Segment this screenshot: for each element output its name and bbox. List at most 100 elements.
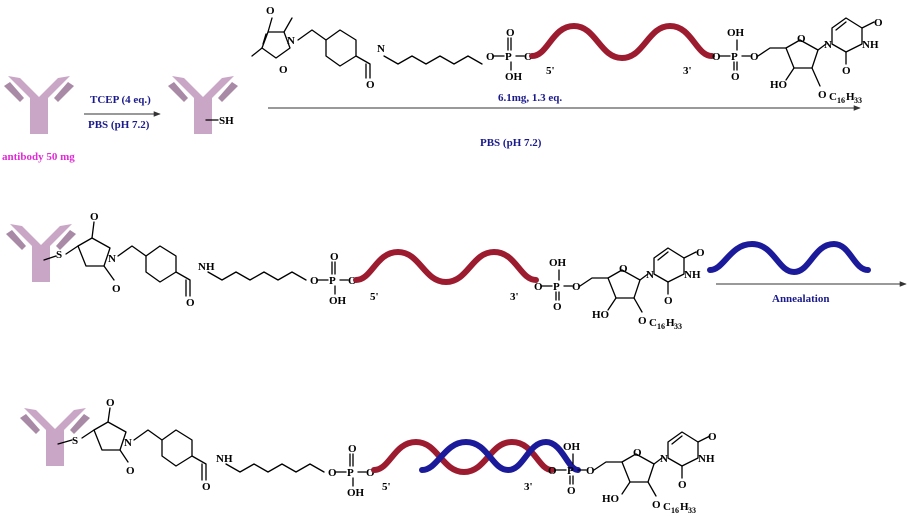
atom-label: O <box>366 467 375 479</box>
chemical-bond <box>667 431 699 467</box>
atom-label: N <box>377 43 385 55</box>
atom-label: O <box>708 431 717 443</box>
atom-label: H <box>680 501 689 513</box>
atom-label: OH <box>563 441 581 453</box>
atom-label: O <box>553 301 562 313</box>
chemical-bond <box>647 481 657 497</box>
atom-label: 16 <box>657 322 665 331</box>
atom-label: P <box>553 281 560 293</box>
chemical-bond <box>91 221 95 239</box>
atom-label: P <box>567 465 574 477</box>
atom-label: O <box>506 27 515 39</box>
chemical-bond <box>251 47 263 57</box>
thiol-label: SH <box>219 115 234 127</box>
chemical-bond <box>757 47 787 57</box>
atom-label: O <box>638 315 647 327</box>
atom-label: 16 <box>671 506 679 515</box>
chemical-bond <box>262 33 267 45</box>
pbs-condition-2: PBS (pH 7.2) <box>480 137 542 149</box>
chemical-bond <box>683 251 697 259</box>
chemical-bond <box>639 273 649 281</box>
atom-label: O <box>90 211 99 223</box>
antibody-label: antibody 50 mg <box>2 151 75 163</box>
chemical-bond <box>325 29 357 67</box>
chemical-bond <box>65 245 79 255</box>
chemical-bond <box>57 439 73 445</box>
atom-label: S <box>56 249 62 261</box>
chemical-bond <box>671 435 683 445</box>
chemical-bond <box>657 251 669 261</box>
atom-label: 33 <box>674 322 682 331</box>
chemical-bond <box>607 297 617 311</box>
dna-strand-icon <box>529 22 715 62</box>
atom-label: OH <box>505 71 523 83</box>
atom-label: N <box>124 437 132 449</box>
atom-label: 16 <box>837 96 845 105</box>
chemical-bond <box>831 17 863 53</box>
chemical-bond <box>593 461 623 471</box>
atom-label: O <box>186 297 195 309</box>
chemical-bond <box>785 39 819 69</box>
tcep-condition: TCEP (4 eq.) <box>90 94 151 106</box>
reagent-amount: 6.1mg, 1.3 eq. <box>498 92 562 104</box>
atom-label: O <box>328 467 337 479</box>
atom-label: O <box>664 295 673 307</box>
chemical-bond <box>811 67 821 87</box>
atom-label: 5' <box>370 291 379 303</box>
chemical-bond <box>297 29 327 41</box>
atom-label: O <box>842 65 851 77</box>
atom-label: O <box>310 275 319 287</box>
atom-label: O <box>266 5 275 17</box>
atom-label: P <box>505 51 512 63</box>
atom-label: O <box>348 275 357 287</box>
dna-strand-icon <box>353 248 539 286</box>
atom-label: N <box>287 35 295 47</box>
atom-label: NH <box>698 453 715 465</box>
dna-strand-icon <box>707 240 871 276</box>
chemical-bond <box>267 17 273 33</box>
atom-label: O <box>712 51 721 63</box>
atom-label: NH <box>684 269 701 281</box>
chemical-bond <box>579 277 609 287</box>
chemical-bond <box>43 255 57 261</box>
atom-label: OH <box>347 487 365 499</box>
atom-label: OH <box>727 27 745 39</box>
atom-label: OH <box>549 257 567 269</box>
chemical-bond <box>653 247 685 283</box>
atom-label: O <box>279 64 288 76</box>
atom-label: O <box>348 443 357 455</box>
atom-label: P <box>731 51 738 63</box>
antibody-icon <box>6 224 76 282</box>
atom-label: NH <box>216 453 233 465</box>
atom-label: 5' <box>382 481 391 493</box>
atom-label: O <box>633 447 642 459</box>
chemical-bond <box>107 407 111 423</box>
chemical-bond <box>133 429 163 441</box>
atom-label: HO <box>592 309 610 321</box>
atom-label: O <box>106 397 115 409</box>
atom-label: O <box>524 51 533 63</box>
chemical-bond <box>81 429 95 439</box>
chemical-bond <box>119 449 129 463</box>
chemical-bond <box>653 457 663 465</box>
atom-label: N <box>646 269 654 281</box>
chemical-bond <box>225 463 325 473</box>
chemical-bond <box>117 245 147 257</box>
atom-label: N <box>108 253 116 265</box>
atom-label: O <box>731 71 740 83</box>
chemical-bond <box>103 265 115 281</box>
pbs-condition-1: PBS (pH 7.2) <box>88 119 150 131</box>
chemical-bond <box>191 455 207 481</box>
atom-label: NH <box>198 261 215 273</box>
atom-label: P <box>329 275 336 287</box>
chemical-bond <box>145 245 177 283</box>
chemical-bond <box>283 17 293 33</box>
atom-label: O <box>797 33 806 45</box>
atom-label: C <box>649 317 657 329</box>
atom-label: O <box>678 479 687 491</box>
chemical-bond <box>835 21 847 31</box>
annealation-condition: Annealation <box>772 293 829 305</box>
atom-label: C <box>829 91 837 103</box>
atom-label: C <box>663 501 671 513</box>
atom-label: N <box>824 39 832 51</box>
